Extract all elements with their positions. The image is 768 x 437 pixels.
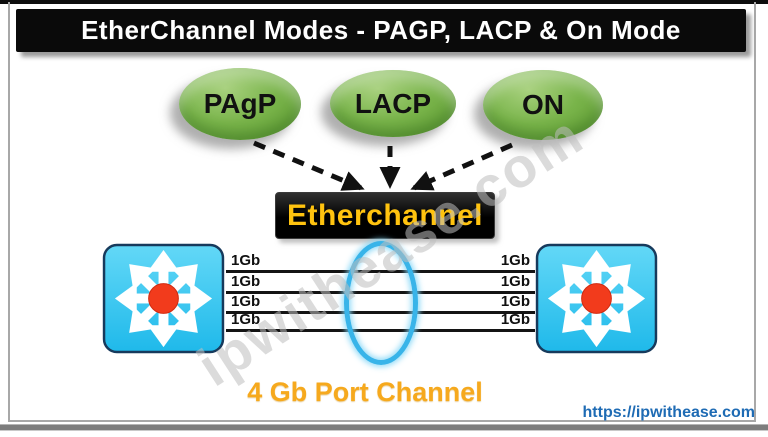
link1-right-speed-label: 1Gb (500, 252, 530, 269)
link1-left-speed-label: 1Gb (231, 252, 261, 269)
link3-right-speed-label: 1Gb (500, 293, 530, 310)
port-channel-caption: 4 Gb Port Channel (247, 377, 483, 407)
footer-website-link[interactable]: https://ipwithease.com (582, 404, 755, 421)
port-channel-bundle-ellipse (344, 241, 418, 365)
mode-node-on: ON (483, 70, 603, 140)
multilayer-switch-icon (102, 243, 225, 354)
mode-label-on: ON (522, 89, 564, 120)
link3-left-speed-label: 1Gb (231, 293, 261, 310)
etherchannel-label: Etherchannel (286, 198, 484, 232)
link4-left-speed-label: 1Gb (231, 311, 261, 328)
mode-node-pagp: PAgP (179, 68, 301, 140)
link2-left-speed-label: 1Gb (231, 273, 261, 290)
bottom-divider (0, 424, 768, 431)
etherchannel-box: Etherchannel (275, 192, 495, 239)
mode-node-lacp: LACP (330, 70, 456, 137)
title-bar: EtherChannel Modes - PAGP, LACP & On Mod… (16, 9, 746, 52)
mode-label-pagp: PAgP (203, 88, 277, 119)
top-border (0, 0, 768, 4)
link4-right-speed-label: 1Gb (500, 311, 530, 328)
page-title: EtherChannel Modes - PAGP, LACP & On Mod… (81, 15, 681, 45)
link2-right-speed-label: 1Gb (500, 273, 530, 290)
inner-frame-border (8, 2, 756, 422)
mode-label-lacp: LACP (354, 87, 432, 119)
multilayer-switch-icon (535, 243, 658, 354)
